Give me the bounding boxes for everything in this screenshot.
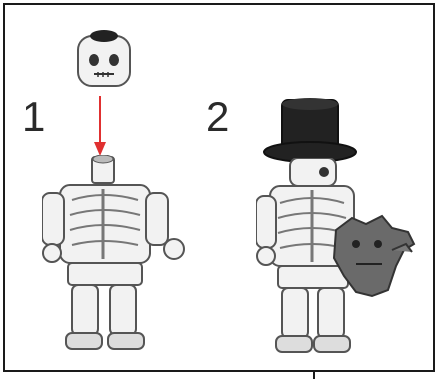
skeleton-body-icon bbox=[42, 155, 192, 355]
wolf-pet-icon bbox=[326, 210, 418, 300]
skull-head-icon bbox=[70, 26, 140, 96]
step-number-2: 2 bbox=[206, 96, 229, 138]
frame-tick-mark bbox=[313, 372, 315, 379]
down-arrow-icon bbox=[90, 96, 110, 162]
step-number-1: 1 bbox=[22, 96, 45, 138]
top-hat-icon bbox=[262, 98, 358, 166]
